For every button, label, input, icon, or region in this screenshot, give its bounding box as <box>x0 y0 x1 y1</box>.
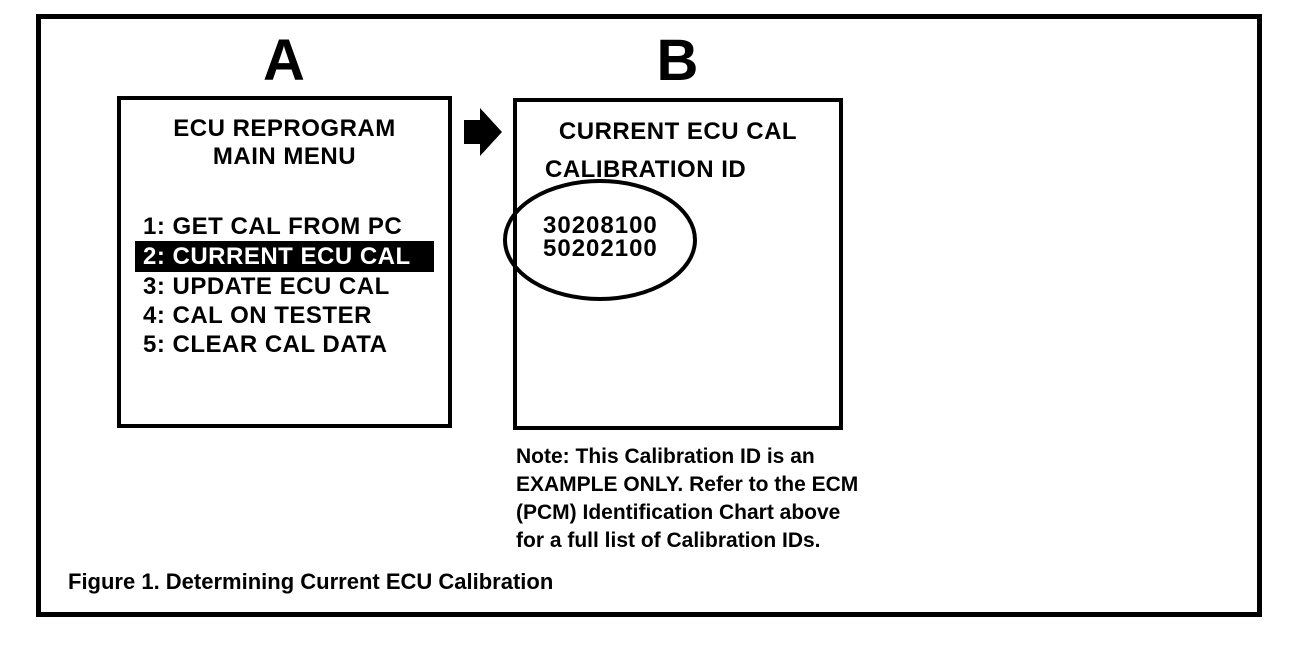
calibration-id-2: 50202100 <box>543 235 658 262</box>
screen-a-title: ECU REPROGRAM MAIN MENU <box>121 115 448 171</box>
main-menu-list: 1: GET CAL FROM PC 2: CURRENT ECU CAL 3:… <box>135 212 434 359</box>
screen-a-title-line2: MAIN MENU <box>212 143 357 170</box>
panel-b-label: B <box>656 28 700 93</box>
screen-b-subtitle: CALIBRATION ID <box>545 156 747 183</box>
note-line-1: Note: This Calibration ID is an <box>516 445 815 468</box>
note-line-2: EXAMPLE ONLY. Refer to the ECM <box>516 473 859 496</box>
tester-screen-b: CURRENT ECU CAL CALIBRATION ID 30208100 … <box>513 98 843 430</box>
screen-b-title: CURRENT ECU CAL <box>558 118 798 145</box>
figure-caption: Figure 1. Determining Current ECU Calibr… <box>68 569 554 594</box>
menu-item-current-ecu-cal-selected: 2: CURRENT ECU CAL <box>135 241 434 272</box>
menu-item-clear-cal-data: 5: CLEAR CAL DATA <box>143 331 388 358</box>
menu-item-update-ecu-cal: 3: UPDATE ECU CAL <box>143 273 390 300</box>
calibration-id-list: 30208100 50202100 <box>543 212 658 262</box>
screen-a-title-line1: ECU REPROGRAM <box>173 115 396 142</box>
highlight-ellipse <box>503 179 697 301</box>
menu-item-get-cal-from-pc: 1: GET CAL FROM PC <box>143 213 403 240</box>
tester-screen-a: ECU REPROGRAM MAIN MENU 1: GET CAL FROM … <box>117 96 452 428</box>
menu-item-cal-on-tester: 4: CAL ON TESTER <box>143 302 372 329</box>
right-block-arrow-icon <box>464 108 502 156</box>
note-line-3: (PCM) Identification Chart above <box>516 501 841 524</box>
note-line-4: for a full list of Calibration IDs. <box>516 529 821 552</box>
calibration-id-1: 30208100 <box>543 212 658 239</box>
note-text: Note: This Calibration ID is an EXAMPLE … <box>516 443 858 555</box>
panel-a-label: A <box>263 28 306 93</box>
